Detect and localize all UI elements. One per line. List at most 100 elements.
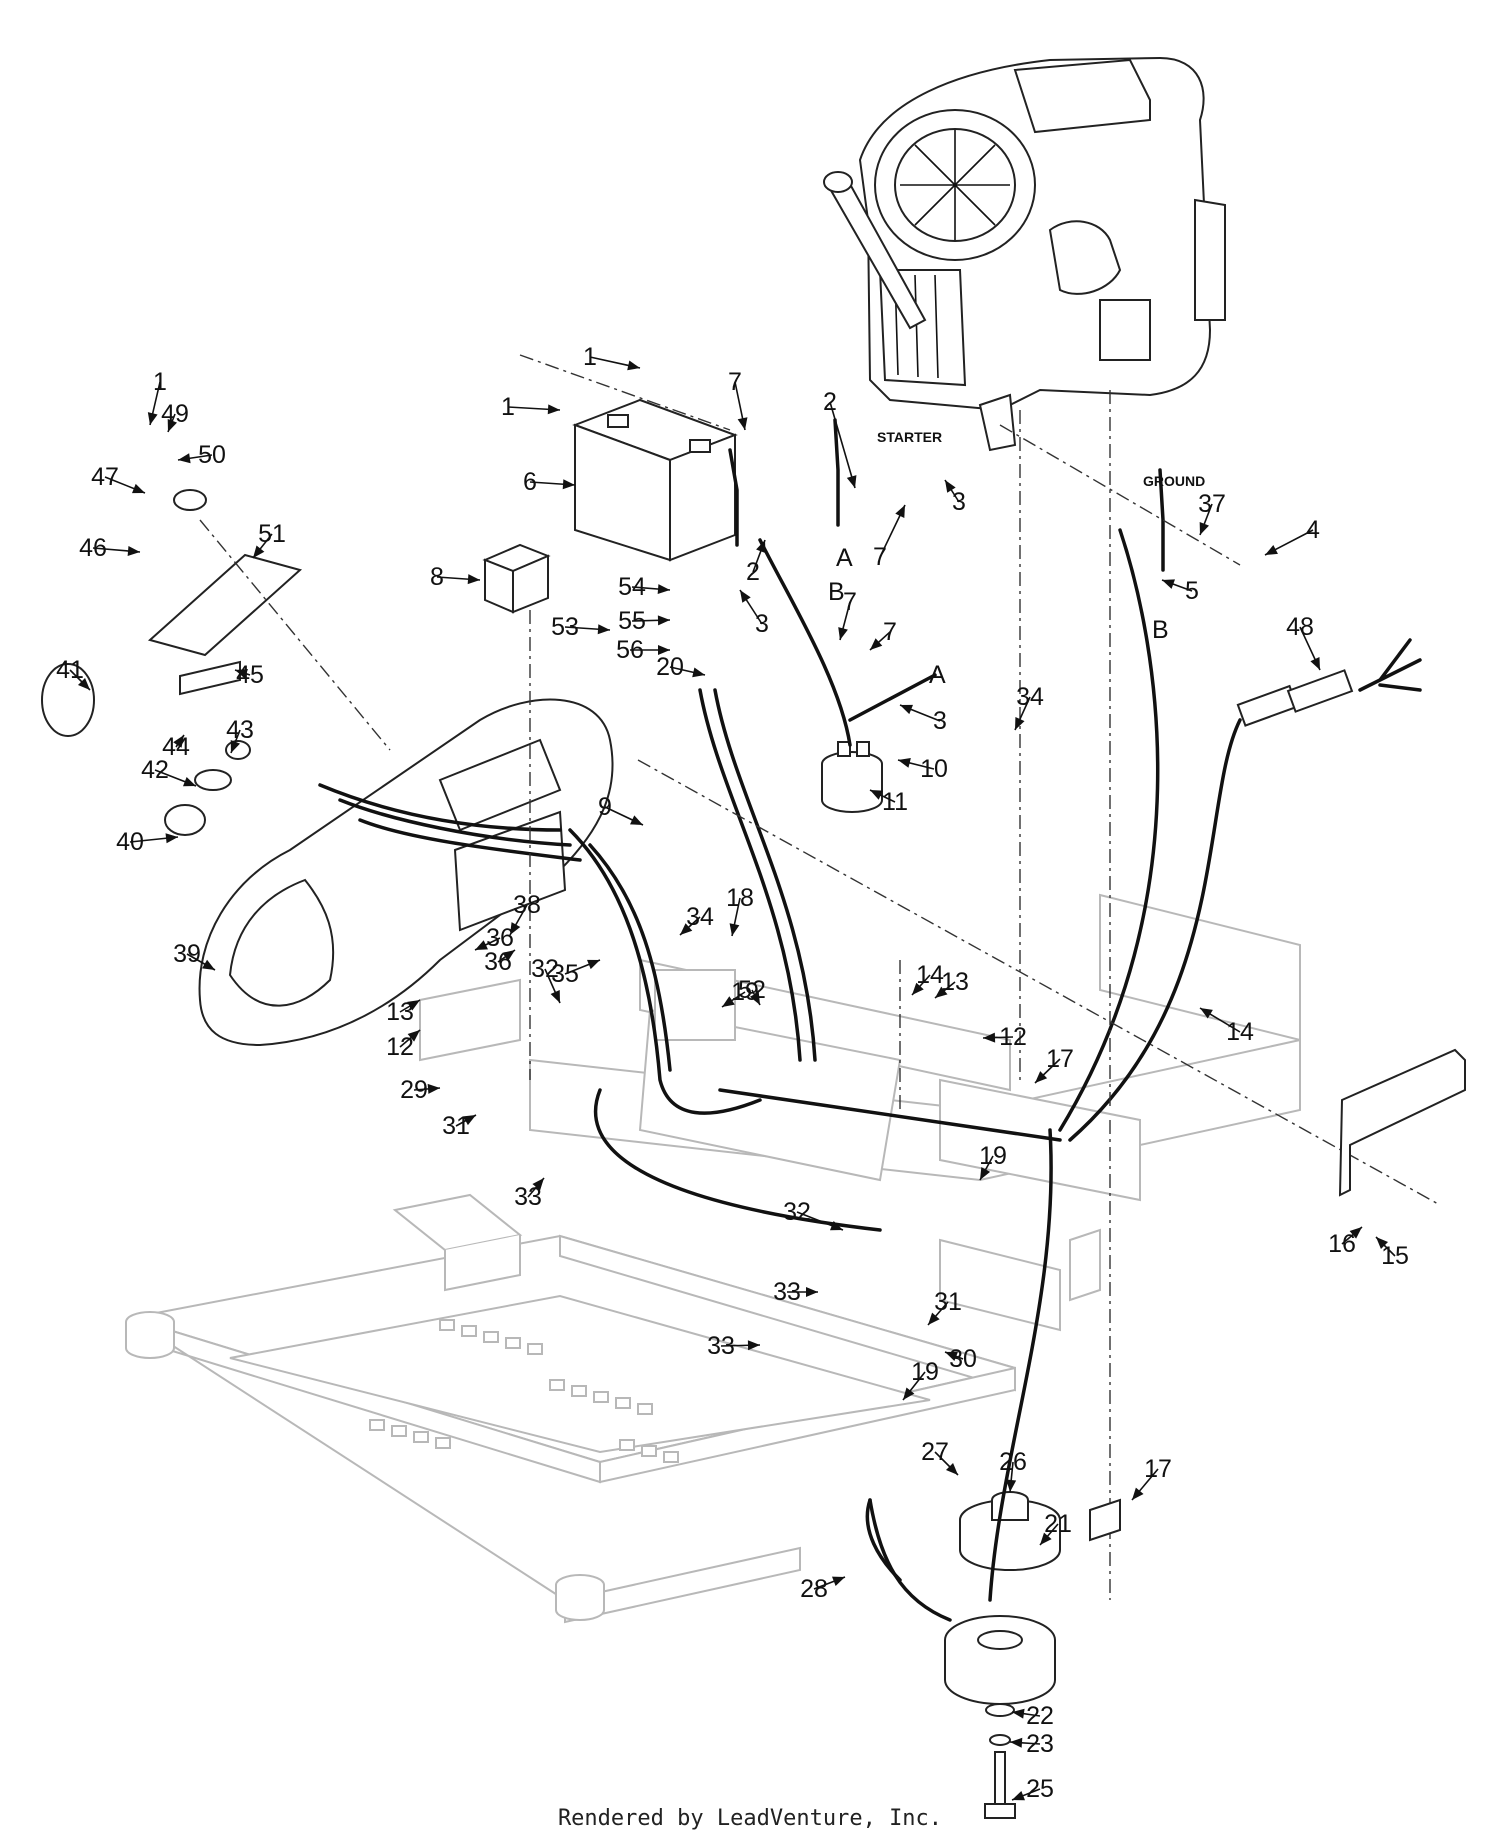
callout-arrowhead — [657, 584, 670, 595]
callout-number: 44 — [162, 733, 190, 761]
callout-arrowhead — [202, 959, 215, 970]
callout-arrowhead — [1200, 1008, 1213, 1019]
callout-arrowhead — [722, 996, 735, 1007]
callout-arrowhead — [870, 638, 883, 650]
callout-arrowhead — [587, 959, 600, 970]
callout-arrowhead — [1132, 1487, 1144, 1500]
callout-arrowhead — [838, 627, 848, 640]
callout-arrowhead — [935, 986, 948, 998]
callout-number: 25 — [1026, 1775, 1054, 1803]
callout-arrowhead — [502, 950, 515, 962]
callout-arrowhead — [463, 1115, 476, 1126]
callout-number: 19 — [979, 1142, 1007, 1170]
callout-number: 4 — [1306, 516, 1320, 544]
callout-arrowhead — [912, 982, 924, 995]
mesh-pattern — [369, 1319, 679, 1463]
callout-number: 22 — [1026, 1702, 1054, 1730]
callout-arrowhead — [1035, 1071, 1048, 1083]
callout-arrowhead — [945, 480, 956, 493]
callout-number: 29 — [400, 1076, 428, 1104]
callout-number: 45 — [236, 661, 264, 689]
callout-number: 13 — [386, 998, 414, 1026]
callout-arrowhead — [1199, 522, 1209, 535]
alignment-lines — [199, 354, 1441, 1600]
callout-arrowhead — [1310, 657, 1320, 670]
callout-number: 18 — [726, 884, 754, 912]
starter-solenoid — [821, 741, 883, 813]
callout-arrowhead — [467, 574, 480, 585]
callout-number: 14 — [916, 961, 944, 989]
callout-number: 7 — [873, 543, 887, 571]
harness-connector — [1236, 638, 1422, 727]
callout-arrowhead — [928, 1312, 940, 1325]
callout-number: 15 — [1381, 1242, 1409, 1270]
callout-number: 42 — [141, 756, 169, 784]
callout-arrowhead — [737, 417, 748, 430]
callout-arrowhead — [407, 1000, 420, 1011]
callout-number: 33 — [773, 1278, 801, 1306]
callout-arrowhead — [627, 360, 640, 371]
callout-arrowhead — [692, 667, 705, 678]
callout-number: 31 — [442, 1112, 470, 1140]
footer-credit: Rendered by LeadVenture, Inc. — [557, 1806, 943, 1831]
callout-arrowhead — [756, 540, 766, 553]
callout-number: 21 — [1044, 1510, 1072, 1538]
callout-number: 1 — [501, 393, 515, 421]
callout-number: 2 — [746, 558, 760, 586]
callout-arrowhead — [806, 1287, 818, 1297]
callout-arrowhead — [658, 645, 670, 655]
callout-number: 40 — [116, 828, 144, 856]
callout-arrowhead — [830, 1220, 843, 1231]
callout-number: 56 — [616, 636, 644, 664]
callout-number: 16 — [1328, 1230, 1356, 1258]
callout-arrowhead — [1006, 1479, 1017, 1492]
callout-arrowhead — [900, 704, 913, 715]
callout-arrowhead — [903, 1387, 915, 1400]
callout-number: 35 — [551, 960, 579, 988]
callout-number: 32 — [531, 955, 559, 983]
callout-arrowhead — [945, 1462, 958, 1475]
callout-number: 26 — [999, 1448, 1027, 1476]
callout-number: 46 — [79, 534, 107, 562]
callout-arrowhead — [230, 740, 241, 753]
engine — [823, 56, 1226, 452]
callout-leader — [829, 401, 856, 489]
callout-number: 12 — [999, 1023, 1027, 1051]
callout-number: 33 — [707, 1332, 735, 1360]
control-panel — [41, 489, 303, 836]
callout-number: 8 — [430, 563, 444, 591]
callout-number: 55 — [618, 607, 646, 635]
callout-number: 12 — [386, 1033, 414, 1061]
callout-number: 36 — [484, 948, 512, 976]
callout-number: 39 — [173, 940, 201, 968]
callout-arrowhead — [630, 815, 643, 825]
callout-number: 7 — [728, 368, 742, 396]
callout-arrowhead — [178, 453, 191, 464]
callout-arrowhead — [749, 992, 760, 1005]
battery — [572, 398, 738, 562]
callout-arrowhead — [729, 923, 740, 936]
callout-number: 3 — [933, 707, 947, 735]
callout-number: 23 — [1026, 1730, 1054, 1758]
callout-arrowhead — [870, 790, 883, 800]
callout-number: 10 — [920, 755, 948, 783]
callout-arrowhead — [1012, 1790, 1025, 1801]
callout-arrowhead — [132, 483, 145, 494]
callout-number: 49 — [161, 400, 189, 428]
callout-arrowhead — [832, 1576, 845, 1586]
callout-number: 48 — [1286, 613, 1314, 641]
callout-arrowhead — [77, 677, 90, 690]
callout-number: 13 — [941, 968, 969, 996]
wire-label-a: A — [836, 544, 853, 572]
callout-number: 36 — [486, 924, 514, 952]
callout-number: 33 — [514, 1183, 542, 1211]
wire-label-b: B — [828, 578, 845, 606]
callout-arrowhead — [167, 419, 178, 432]
callout-number: 51 — [258, 520, 286, 548]
callout-number: 3 — [952, 488, 966, 516]
battery-cables — [728, 418, 1165, 722]
callout-arrowhead — [253, 545, 265, 558]
callout-number: 11 — [882, 788, 908, 816]
callout-number: 19 — [911, 1358, 939, 1386]
